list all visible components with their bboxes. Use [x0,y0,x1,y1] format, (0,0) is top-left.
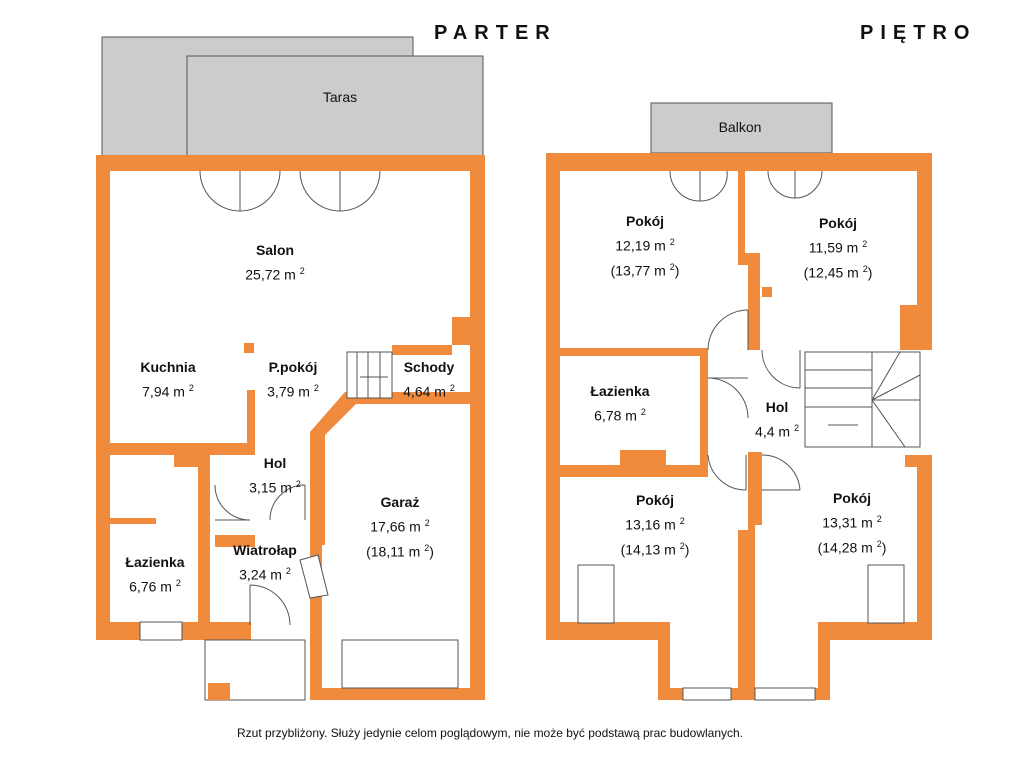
ground-wall-left [96,155,110,640]
upper-skylight-right [867,564,905,624]
ground-floor-walls [96,155,485,700]
upper-wall-left [546,153,560,640]
upper-wall-bath-right [700,348,708,468]
ground-porch-step [208,683,230,700]
exterior-areas [101,36,833,158]
upper-wall-hall-right-stub [905,455,932,467]
ground-garage-door [341,639,459,689]
ground-stair-notch [392,300,470,355]
upper-wall-right [917,153,932,348]
upper-doors [669,170,823,491]
room-label-garage: Garaż 17,66 m 2 (18,11 m 2) [366,494,434,560]
ground-wall-top [96,155,485,171]
disclaimer-footnote: Rzut przybliżony. Służy jedynie celom po… [236,726,744,740]
upper-wall-right-lower [917,455,932,640]
ground-wall-bottom-garage [310,688,485,700]
ground-floor-heading: PARTER [434,22,557,44]
upper-wall-bath-bottom [546,465,708,477]
room-label-pantry: P.pokój 3,79 m 2 [267,359,319,400]
room-label-salon: Salon 25,72 m 2 [245,242,305,283]
terrace-shape [186,55,484,158]
upper-wall-notch [900,305,932,350]
room-label-upper-bathroom: Łazienka 6,78 m 2 [590,383,650,424]
upper-wall-center [727,153,760,350]
ground-wall-entry-mid [215,535,255,547]
ground-floor-fixtures [139,351,459,701]
upper-floor-heading: PIĘTRO [860,22,977,44]
upper-wall-bath-top [546,348,706,356]
balcony-label: Balkon [718,119,762,135]
ground-wall-hol-stub [174,455,204,467]
room-label-ground-hall: Hol 3,15 m 2 [249,455,301,496]
room-label-vestibule: Wiatrołap 3,24 m 2 [233,542,297,583]
room-label-stairs: Schody 4,64 m 2 [403,359,455,400]
ground-wall-right [470,155,485,700]
upper-wall-hall-div-1 [748,452,762,492]
ground-wall-hol-right [247,390,255,455]
balcony-shape [650,102,833,154]
room-label-room-2: Pokój 11,59 m 2 (12,45 m 2) [803,215,873,281]
ground-wall-kitchen-bottom [96,443,251,455]
upper-window-right [754,687,816,701]
upper-floor-walls [546,153,932,700]
upper-skylight-left [577,564,615,624]
upper-wall-bottom-left [546,622,755,700]
upper-wall-bath-block [620,450,666,465]
ground-bath-window [139,621,183,641]
room-label-room-3: Pokój 13,16 m 2 (14,13 m 2) [620,492,690,558]
ground-wall-garage-diagonal [310,392,360,545]
upper-wall-rooms-div [738,490,762,700]
upper-wall-center-stub [762,287,772,297]
room-label-ground-bathroom: Łazienka 6,76 m 2 [125,554,185,595]
ground-doors [199,170,381,626]
upper-floor-fixtures [577,351,921,701]
ground-wall-pillar [244,343,254,353]
ground-wall-bath-inner [110,518,156,524]
terrace-label: Taras [322,89,358,105]
upper-window-left [682,687,732,701]
ground-entry-porch [204,639,306,701]
ground-wall-bath-right [198,455,210,640]
room-label-room-4: Pokój 13,31 m 2 (14,28 m 2) [817,490,887,556]
room-label-kitchen: Kuchnia 7,94 m 2 [140,359,196,400]
ground-stairs [346,351,393,399]
room-label-upper-hall: Hol 4,4 m 2 [755,399,799,440]
room-label-room-1: Pokój 12,19 m 2 (13,77 m 2) [610,213,680,279]
